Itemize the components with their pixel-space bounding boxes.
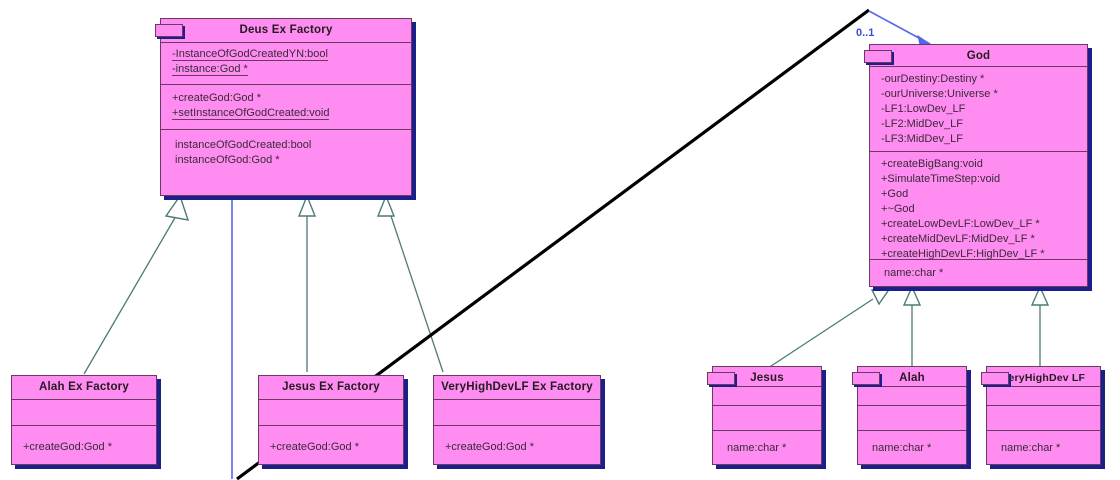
operations-compartment: +createGod:God * xyxy=(259,426,403,466)
class-veryhighdevlf-ex-factory[interactable]: VeryHighDevLF Ex Factory +createGod:God … xyxy=(433,375,601,465)
extra-row: name:char * xyxy=(1001,442,1061,454)
extra-compartment: name:char * xyxy=(713,431,821,466)
class-title-alah: Alah xyxy=(858,367,966,387)
class-title-god: God xyxy=(870,45,1087,67)
class-veryhighdev-lf[interactable]: VeryHighDev LF name:char * xyxy=(981,366,1101,466)
inheritance-veryhighdevlfexfactory-to-deusexfactory xyxy=(376,194,444,373)
attribute-row: -instance:God * xyxy=(172,63,248,76)
class-title-deus-ex-factory: Deus Ex Factory xyxy=(161,19,411,43)
extra-row: instanceOfGodCreated:bool xyxy=(175,139,312,151)
class-jesus[interactable]: Jesus name:char * xyxy=(707,366,822,466)
operation-row: +God xyxy=(881,188,909,200)
class-tab-icon xyxy=(981,372,1009,385)
operations-compartment: +createGod:God * xyxy=(12,426,156,466)
operation-row: +createGod:God * xyxy=(270,441,359,453)
class-deus-ex-factory[interactable]: Deus Ex Factory -InstanceOfGodCreatedYN:… xyxy=(155,18,412,197)
extra-row: name:char * xyxy=(872,442,932,454)
attribute-row: -InstanceOfGodCreatedYN:bool xyxy=(172,48,328,61)
extra-compartment: instanceOfGodCreated:bool instanceOfGod:… xyxy=(161,130,411,197)
operations-compartment: +createGod:God * xyxy=(434,426,600,466)
operation-row: +setInstanceOfGodCreated:void xyxy=(172,107,330,120)
class-god[interactable]: God -ourDestiny:Destiny * -ourUniverse:U… xyxy=(864,44,1088,288)
operations-compartment: +createBigBang:void +SimulateTimeStep:vo… xyxy=(870,152,1087,260)
extra-row: name:char * xyxy=(727,442,787,454)
operation-row: +createGod:God * xyxy=(445,441,534,453)
operations-compartment xyxy=(987,406,1100,431)
class-title-veryhighdevlf-ex-factory: VeryHighDevLF Ex Factory xyxy=(434,376,600,400)
class-title-alah-ex-factory: Alah Ex Factory xyxy=(12,376,156,400)
attributes-compartment: -ourDestiny:Destiny * -ourUniverse:Unive… xyxy=(870,67,1087,152)
attributes-compartment xyxy=(259,400,403,426)
operation-row: +~God xyxy=(881,203,915,215)
class-tab-icon xyxy=(707,372,735,385)
attributes-compartment xyxy=(987,387,1100,406)
multiplicity-label-0-1: 0..1 xyxy=(856,27,875,39)
operations-compartment xyxy=(858,406,966,431)
attributes-compartment xyxy=(713,387,821,406)
extra-row: instanceOfGod:God * xyxy=(175,154,280,166)
attributes-compartment xyxy=(858,387,966,406)
attributes-compartment xyxy=(434,400,600,426)
inheritance-alahexfactory-to-deusexfactory xyxy=(83,194,190,375)
operation-row: +createHighDevLF:HighDev_LF * xyxy=(881,248,1045,260)
class-tab-icon xyxy=(155,24,183,37)
class-title-jesus-ex-factory: Jesus Ex Factory xyxy=(259,376,403,400)
operations-compartment: +createGod:God * +setInstanceOfGodCreate… xyxy=(161,85,411,130)
inheritance-alah-to-god xyxy=(902,285,922,370)
operation-row: +createLowDevLF:LowDev_LF * xyxy=(881,218,1040,230)
attribute-row: -LF3:MidDev_LF xyxy=(881,133,963,145)
attribute-row: -LF2:MidDev_LF xyxy=(881,118,963,130)
class-jesus-ex-factory[interactable]: Jesus Ex Factory +createGod:God * xyxy=(258,375,404,465)
operation-row: +createMidDevLF:MidDev_LF * xyxy=(881,233,1035,245)
inheritance-jesus-to-god xyxy=(764,287,892,371)
attributes-compartment: -InstanceOfGodCreatedYN:bool -instance:G… xyxy=(161,43,411,85)
operations-compartment xyxy=(713,406,821,431)
operation-row: +SimulateTimeStep:void xyxy=(881,173,1001,185)
extra-row: name:char * xyxy=(884,267,944,279)
attribute-row: -ourDestiny:Destiny * xyxy=(881,73,985,85)
attribute-row: -ourUniverse:Universe * xyxy=(881,88,998,100)
inheritance-veryhighdevlf-to-god xyxy=(1030,285,1050,370)
extra-compartment: name:char * xyxy=(870,260,1087,288)
operation-row: +createGod:God * xyxy=(172,92,261,104)
class-alah-ex-factory[interactable]: Alah Ex Factory +createGod:God * xyxy=(11,375,157,465)
class-tab-icon xyxy=(852,372,880,385)
class-alah[interactable]: Alah name:char * xyxy=(852,366,967,466)
inheritance-jesusexfactory-to-deusexfactory xyxy=(297,194,317,372)
attribute-row: -LF1:LowDev_LF xyxy=(881,103,966,115)
class-tab-icon xyxy=(864,50,892,63)
class-title-veryhighdev-lf: VeryHighDev LF xyxy=(987,367,1100,387)
attributes-compartment xyxy=(12,400,156,426)
extra-compartment: name:char * xyxy=(858,431,966,466)
operation-row: +createBigBang:void xyxy=(881,158,983,170)
operation-row: +createGod:God * xyxy=(23,441,112,453)
extra-compartment: name:char * xyxy=(987,431,1100,466)
